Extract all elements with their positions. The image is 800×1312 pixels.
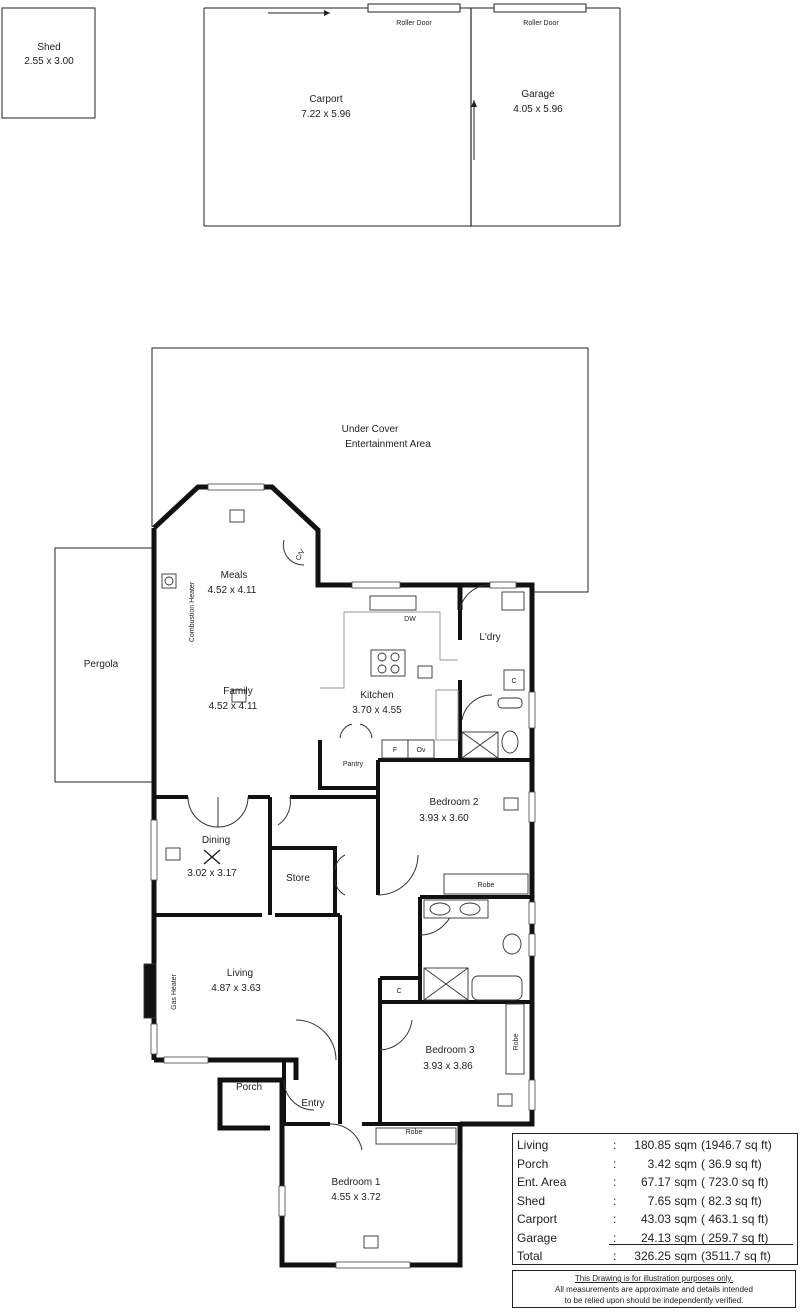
robe-label: Robe — [478, 882, 495, 889]
area-sqft: ( 463.1 sq ft) — [701, 1212, 769, 1226]
bedroom2-dims: 3.93 x 3.60 — [419, 813, 469, 824]
carport-dims: 7.22 x 5.96 — [301, 109, 351, 120]
cupboard-label: C — [511, 678, 516, 685]
area-sqm: 24.13 sqm — [640, 1230, 697, 1245]
disclaimer-box: This Drawing is for illustration purpose… — [512, 1270, 796, 1308]
roller-door-label: Roller Door — [523, 20, 559, 27]
combustion-heater-label: Combustion Heater — [189, 581, 196, 642]
cv-label: C/V — [295, 548, 307, 562]
area-sep: : — [613, 1156, 617, 1171]
area-sqm: 43.03 sqm — [640, 1212, 697, 1226]
roller-door-label: Roller Door — [396, 20, 432, 27]
area-name: Porch — [517, 1156, 549, 1171]
windows — [150, 483, 536, 1269]
area-sqft: (1946.7 sq ft) — [701, 1138, 772, 1152]
area-name: Total — [517, 1249, 543, 1263]
porch-label: Porch — [236, 1082, 262, 1093]
area-name: Garage — [517, 1230, 558, 1245]
meals-label: Meals — [221, 570, 248, 581]
disclaimer-line: All measurements are approximate and det… — [555, 1285, 753, 1294]
laundry-label: L'dry — [479, 632, 500, 643]
area-sqft: ( 259.7 sq ft) — [701, 1230, 769, 1245]
area-sep: : — [613, 1212, 617, 1226]
bedroom1-label: Bedroom 1 — [332, 1177, 381, 1188]
area-sqft: ( 723.0 sq ft) — [701, 1175, 769, 1189]
area-row: Carport: 43.03 sqm ( 463.1 sq ft) — [517, 1210, 793, 1229]
area-sep: : — [613, 1175, 617, 1189]
entertainment-area: Under Cover Entertainment Area — [151, 347, 589, 593]
area-sep: : — [613, 1138, 617, 1152]
area-name: Shed — [517, 1193, 546, 1208]
area-sqm: 67.17 sqm — [640, 1175, 697, 1189]
garage-dims: 4.05 x 5.96 — [513, 104, 563, 115]
living-label: Living — [227, 968, 253, 979]
area-name: Ent. Area — [517, 1175, 567, 1189]
area-row: Ent. Area: 67.17 sqm ( 723.0 sq ft) — [517, 1173, 793, 1192]
interior-walls — [154, 610, 532, 1126]
shed: Shed 2.55 x 3.00 — [1, 7, 96, 119]
meals-dims: 4.52 x 4.11 — [208, 585, 257, 596]
dishwasher-label: DW — [404, 616, 416, 623]
area-sqft: (3511.7 sq ft) — [701, 1249, 771, 1263]
area-sqm: 3.42 sqm — [647, 1156, 697, 1171]
area-table: Living: 180.85 sqm (1946.7 sq ft) Porch: 3.4… — [512, 1133, 798, 1265]
fixtures — [143, 573, 529, 1145]
entry-label: Entry — [301, 1098, 324, 1109]
carport-garage: Roller Door Roller Door Carport 7.22 x 5… — [203, 3, 621, 227]
area-row: Shed: 7.65 sqm ( 82.3 sq ft) — [517, 1192, 793, 1211]
shed-label: Shed — [37, 42, 60, 53]
area-row: Garage: 24.13 sqm ( 259.7 sq ft) — [517, 1229, 793, 1248]
bedroom3-label: Bedroom 3 — [426, 1045, 475, 1056]
area-sqft: ( 82.3 sq ft) — [701, 1193, 762, 1208]
kitchen-dims: 3.70 x 4.55 — [352, 705, 402, 716]
family-label: Family — [223, 686, 252, 697]
bedroom1-dims: 4.55 x 3.72 — [331, 1192, 381, 1203]
area-sep: : — [613, 1249, 617, 1263]
pergola: Pergola — [54, 547, 152, 783]
disclaimer-line: This Drawing is for illustration purpose… — [574, 1274, 734, 1283]
bedroom3-dims: 3.93 x 3.86 — [423, 1061, 473, 1072]
oven-label: Ov — [417, 747, 426, 754]
robe-label: Robe — [513, 1034, 520, 1051]
area-row: Living: 180.85 sqm (1946.7 sq ft) — [517, 1136, 793, 1155]
area-name: Carport — [517, 1212, 558, 1226]
area-row: Total: 326.25 sqm (3511.7 sq ft) — [517, 1247, 793, 1266]
area-name: Living — [517, 1138, 549, 1152]
shed-dims: 2.55 x 3.00 — [24, 56, 74, 67]
entertainment-label: Entertainment Area — [345, 439, 431, 450]
room-labels: Meals 4.52 x 4.11 Family 4.52 x 4.11 Kit… — [171, 548, 520, 1203]
area-row: Porch: 3.42 sqm ( 36.9 sq ft) — [517, 1155, 793, 1174]
cupboard-label: C — [396, 988, 401, 995]
robe-label: Robe — [406, 1129, 423, 1136]
family-dims: 4.52 x 4.11 — [209, 701, 258, 712]
area-sep: : — [613, 1193, 617, 1208]
fridge-label: F — [393, 747, 397, 754]
store-label: Store — [286, 873, 310, 884]
gas-heater-label: Gas Heater — [171, 973, 178, 1009]
kitchen-fittings — [320, 611, 459, 741]
ceiling-fan-icon — [203, 849, 221, 865]
bedroom2-label: Bedroom 2 — [430, 797, 479, 808]
area-sqft: ( 36.9 sq ft) — [701, 1156, 762, 1171]
entertainment-label: Under Cover — [342, 424, 399, 435]
dining-dims: 3.02 x 3.17 — [187, 868, 237, 879]
total-divider — [609, 1244, 793, 1245]
pantry-label: Pantry — [343, 761, 364, 768]
area-sep: : — [613, 1230, 617, 1245]
living-dims: 4.87 x 3.63 — [211, 983, 261, 994]
area-sqm: 326.25 sqm — [634, 1249, 697, 1263]
vents — [165, 509, 519, 1249]
kitchen-label: Kitchen — [360, 690, 393, 701]
garage-label: Garage — [521, 89, 555, 100]
pergola-label: Pergola — [84, 659, 119, 670]
dining-label: Dining — [202, 835, 230, 846]
carport-label: Carport — [309, 94, 343, 105]
area-sqm: 180.85 sqm — [634, 1138, 697, 1152]
disclaimer-line: to be relied upon should be independentl… — [564, 1296, 744, 1305]
area-sqm: 7.65 sqm — [647, 1193, 697, 1208]
doors — [187, 539, 493, 1151]
